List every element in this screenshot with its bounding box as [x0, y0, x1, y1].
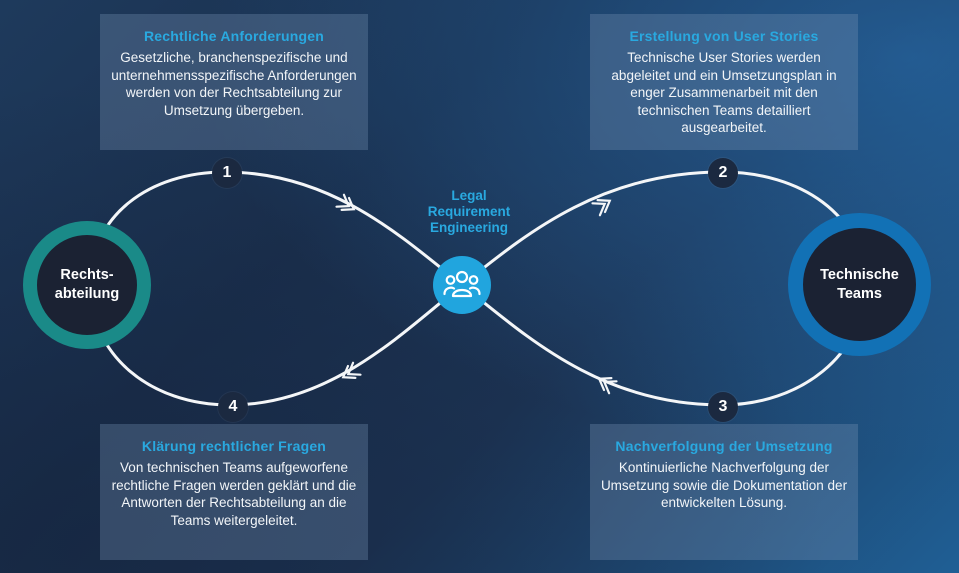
center-hub: [433, 256, 491, 314]
step-text: Technische User Stories werden abgeleite…: [611, 50, 837, 135]
arrow-icon-4: [341, 361, 362, 379]
step-title: Erstellung von User Stories: [629, 28, 819, 44]
center-title: Legal Requirement Engineering: [427, 188, 511, 235]
step-title: Rechtliche Anforderungen: [143, 28, 325, 44]
step-title: Nachverfolgung der Umsetzung: [615, 438, 833, 454]
arrow-icon-2: [591, 199, 612, 217]
step-card-2: Erstellung von User Stories Technische U…: [590, 14, 858, 150]
technical-teams-node: Technische Teams: [788, 213, 931, 356]
step-number-badge-2: 2: [708, 158, 738, 188]
step-text: Von technischen Teams aufgeworfene recht…: [111, 460, 357, 528]
step-number-badge-4: 4: [218, 392, 248, 422]
arrow-icon-1: [335, 193, 356, 211]
step-card-3: Nachverfolgung der Umsetzung Kontinuierl…: [590, 424, 858, 560]
node-label: Rechts- abteilung: [54, 267, 120, 302]
step-number-badge-3: 3: [708, 392, 738, 422]
step-text: Gesetzliche, branchenspezifische und unt…: [111, 50, 357, 118]
step-card-4: Klärung rechtlicher Fragen Von technisch…: [100, 424, 368, 560]
node-label: Technische Teams: [820, 266, 899, 302]
team-icon: [443, 270, 481, 298]
step-number-badge-1: 1: [212, 158, 242, 188]
legal-department-node: Rechts- abteilung: [23, 221, 151, 349]
step-text: Kontinuierliche Nachverfolgung der Umset…: [600, 460, 848, 510]
step-title: Klärung rechtlicher Fragen: [141, 438, 327, 454]
step-card-1: Rechtliche Anforderungen Gesetzliche, br…: [100, 14, 368, 150]
arrow-icon-3: [597, 377, 618, 395]
